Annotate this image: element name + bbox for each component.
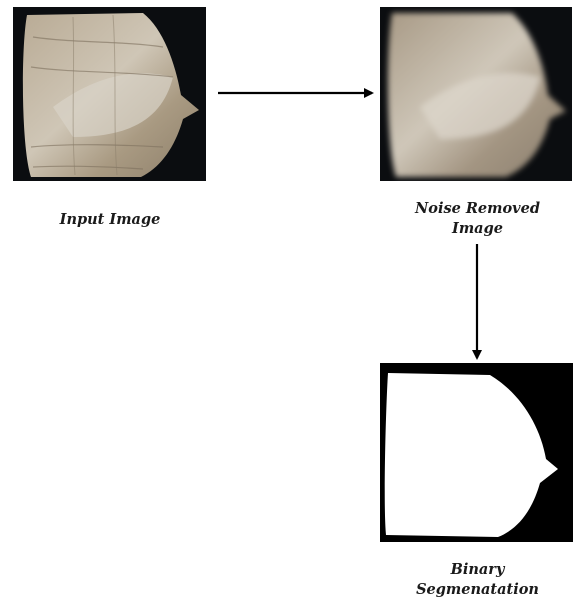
binary-segmentation-image: [380, 363, 573, 542]
binary-mask-graphic: [380, 363, 573, 542]
noise-removed-caption: Noise Removed Image: [395, 199, 560, 239]
input-image: [13, 7, 206, 181]
input-image-label: Input Image: [60, 211, 161, 228]
noise-removed-image: [380, 7, 572, 181]
binary-segmentation-label-line2: Segmenatation: [395, 580, 560, 600]
input-image-graphic: [13, 7, 206, 181]
noise-removed-label-line2: Image: [395, 219, 560, 239]
noise-removed-graphic: [380, 7, 572, 181]
input-image-caption: Input Image: [30, 210, 190, 230]
binary-segmentation-label-line1: Binary: [395, 560, 560, 580]
binary-segmentation-caption: Binary Segmenatation: [395, 560, 560, 600]
noise-removed-label-line1: Noise Removed: [395, 199, 560, 219]
